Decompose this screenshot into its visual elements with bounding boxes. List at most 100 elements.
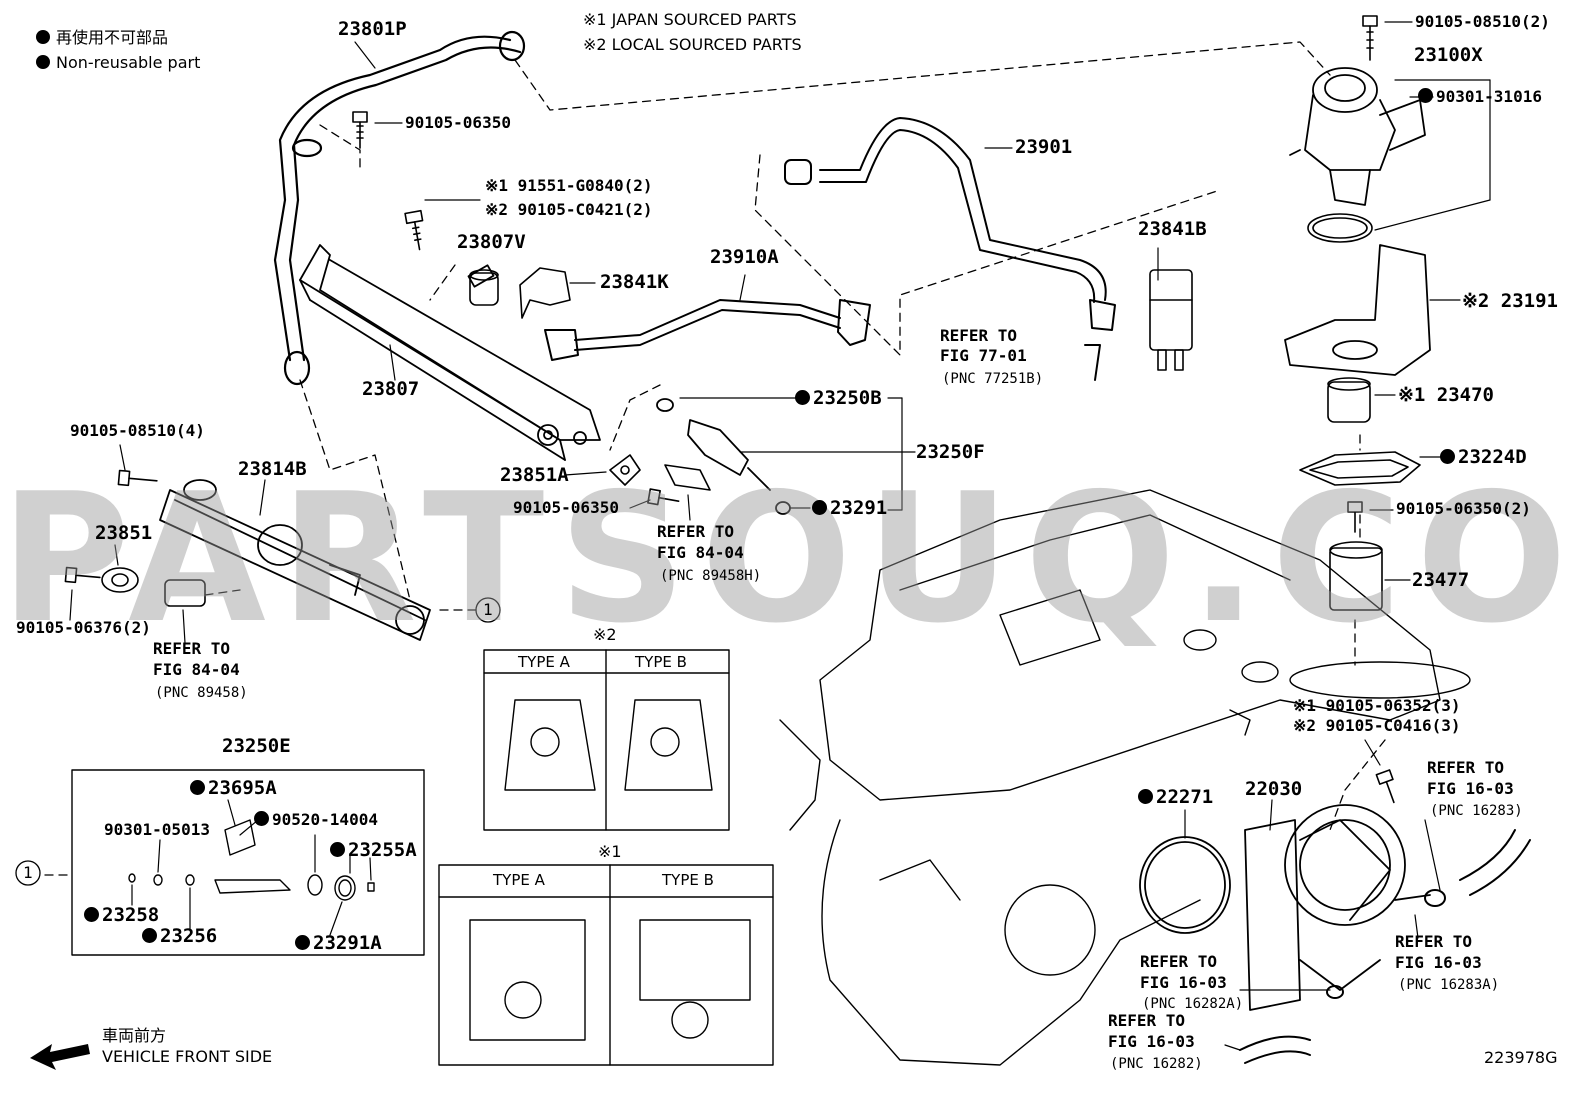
bolt-icons (64, 15, 1395, 804)
inset-x1-frame (438, 864, 774, 1066)
note-2: ※2 LOCAL SOURCED PARTS (583, 35, 802, 54)
connector-23841B (1149, 269, 1193, 371)
part-23851[interactable]: 23851 (95, 522, 153, 544)
part-23841B[interactable]: 23841B (1138, 218, 1207, 240)
legend-en: Non-reusable part (36, 55, 200, 71)
inset-x2-frame (483, 649, 730, 831)
part-90520-14004[interactable]: 90520-14004 (254, 811, 378, 828)
ref-label: REFER TO (1108, 1011, 1186, 1030)
part-90105-06350-2[interactable]: 90105-06350(2) (1396, 499, 1531, 518)
part-90301-05013[interactable]: 90301-05013 (104, 820, 210, 839)
ref-pnc: (PNC 16282A) (1142, 996, 1244, 1012)
plate-23851 (101, 567, 139, 593)
part-23191[interactable]: ※2 23191 (1462, 290, 1558, 312)
ref-figure: FIG 16-03 (1395, 953, 1482, 972)
part-23801P[interactable]: 23801P (338, 18, 407, 40)
part-23291[interactable]: 23291 (812, 499, 887, 518)
kit-23250E-frame (71, 769, 425, 956)
part-22271[interactable]: 22271 (1138, 788, 1213, 807)
ref-label: REFER TO (1395, 932, 1473, 951)
part-23100X[interactable]: 23100X (1414, 44, 1483, 66)
part-23910A[interactable]: 23910A (710, 246, 779, 268)
part-90105-C0416[interactable]: ※2 90105-C0416(3) (1293, 716, 1461, 735)
connector-mark-circles (15, 597, 501, 886)
ref-pnc: (PNC 16282) (1110, 1056, 1203, 1072)
front-label-jp: 車両前方 (102, 1026, 167, 1045)
ref-pnc: (PNC 16283A) (1398, 977, 1500, 993)
ref-pnc: (PNC 77251B) (942, 371, 1044, 387)
part-90105-08510-2[interactable]: 90105-08510(2) (1415, 12, 1550, 31)
part-23851A[interactable]: 23851A (500, 464, 569, 486)
sensor-89458H (664, 464, 711, 491)
part-90105-06352[interactable]: ※1 90105-06352(3) (1293, 696, 1461, 715)
sensor-89458 (164, 579, 206, 607)
fuel-pipe-23801P (273, 30, 526, 386)
ref-label: REFER TO (153, 639, 231, 658)
part-90105-C0421[interactable]: ※2 90105-C0421(2) (485, 200, 653, 219)
inset-x2-type-a: TYPE A (518, 653, 570, 671)
ref-figure: FIG 16-03 (1140, 973, 1227, 992)
part-23250E[interactable]: 23250E (222, 735, 291, 757)
part-23901[interactable]: 23901 (1015, 136, 1073, 158)
part-23477[interactable]: 23477 (1412, 569, 1470, 591)
leader-lines (69, 21, 1491, 1051)
ref-pnc: (PNC 16283) (1430, 803, 1523, 819)
part-23695A[interactable]: 23695A (190, 779, 277, 798)
part-23224D[interactable]: 23224D (1440, 448, 1527, 467)
gasket-22271 (1139, 836, 1231, 934)
hoses-16-03 (1239, 829, 1531, 1064)
part-23258[interactable]: 23258 (84, 906, 159, 925)
filled-dot-icon (36, 55, 50, 69)
ref-label: REFER TO (1140, 952, 1218, 971)
part-23256[interactable]: 23256 (142, 927, 217, 946)
legend-jp: 再使用不可部品 (36, 30, 168, 46)
ref-figure: FIG 16-03 (1427, 779, 1514, 798)
part-23255A[interactable]: 23255A (330, 841, 417, 860)
ref-label: REFER TO (940, 326, 1018, 345)
bracket-23191 (1284, 244, 1431, 376)
ref-label: REFER TO (1427, 758, 1505, 777)
part-90301-31016[interactable]: 90301-31016 (1418, 88, 1542, 105)
fuel-pump-23100X (1289, 67, 1426, 206)
front-arrow-icon (30, 1044, 90, 1070)
fuel-rail-23814B (159, 479, 431, 641)
figure-id: 223978G (1484, 1048, 1558, 1067)
clamp-23851A (609, 454, 641, 486)
part-23841K[interactable]: 23841K (600, 271, 669, 293)
part-91551-G0840[interactable]: ※1 91551-G0840(2) (485, 176, 653, 195)
sleeve-23477 (1329, 541, 1383, 611)
inset-x1-mark: ※1 (598, 842, 622, 861)
injector-23250F (656, 398, 791, 515)
ref-label: REFER TO (657, 522, 735, 541)
part-22030[interactable]: 22030 (1245, 778, 1303, 800)
part-23250F[interactable]: 23250F (916, 441, 985, 463)
ref-pnc: (PNC 89458) (155, 685, 248, 701)
part-23814B[interactable]: 23814B (238, 458, 307, 480)
ref-pnc: (PNC 89458H) (660, 568, 762, 584)
ref-figure: FIG 84-04 (153, 660, 240, 679)
part-23250B[interactable]: 23250B (795, 389, 882, 408)
engine-outline (779, 489, 1471, 1066)
part-23807[interactable]: 23807 (362, 378, 420, 400)
ref-figure: FIG 84-04 (657, 543, 744, 562)
inset-x1-type-b: TYPE B (662, 871, 714, 889)
dashed-guides (44, 41, 1386, 876)
part-23470[interactable]: ※1 23470 (1398, 384, 1494, 406)
part-23807V[interactable]: 23807V (457, 231, 526, 253)
lifter-23470 (1327, 377, 1371, 423)
filled-dot-icon (36, 30, 50, 44)
part-90105-06350-mid[interactable]: 90105-06350 (513, 498, 619, 517)
fuel-rail-23807 (299, 244, 601, 461)
part-23291A[interactable]: 23291A (295, 934, 382, 953)
part-90105-06350-top[interactable]: 90105-06350 (405, 113, 511, 132)
front-label-en: VEHICLE FRONT SIDE (102, 1047, 273, 1066)
connector-mark-a: 1 (483, 600, 493, 619)
sleeve-23807V (469, 269, 499, 306)
gasket-23224D (1299, 451, 1421, 486)
oring-90301-31016 (1307, 213, 1373, 243)
part-90105-08510-4[interactable]: 90105-08510(4) (70, 421, 205, 440)
inset-x2-type-b: TYPE B (635, 653, 687, 671)
throttle-body-22030 (1244, 804, 1431, 1011)
part-90105-06376[interactable]: 90105-06376(2) (16, 618, 151, 637)
